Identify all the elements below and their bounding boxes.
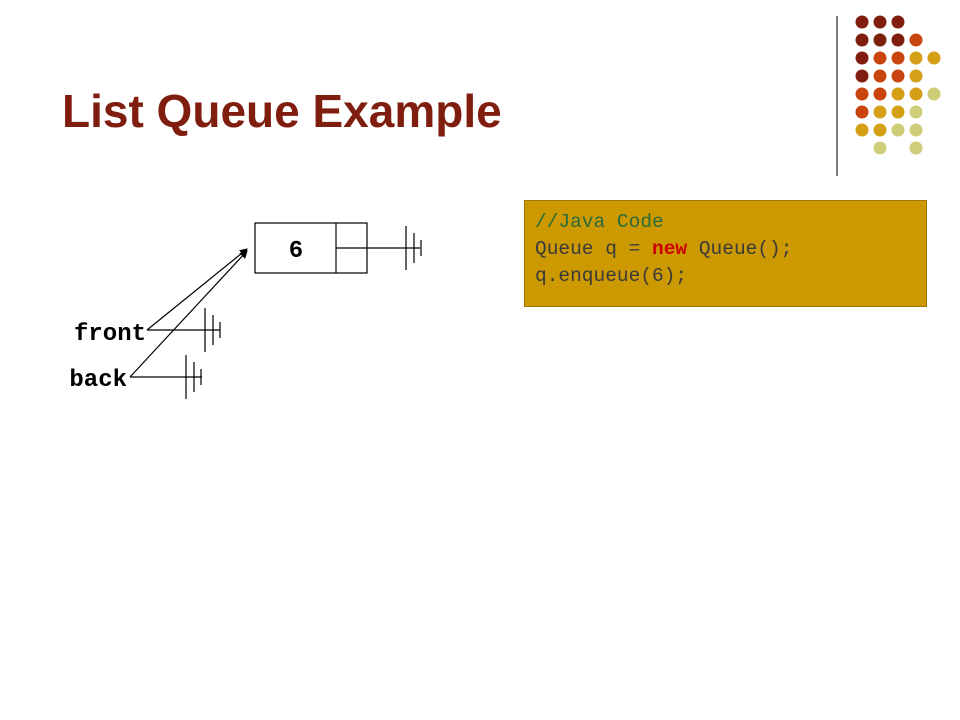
front-pointer: front [74,248,248,352]
back-arrow [129,250,248,378]
slide-title: List Queue Example [62,85,502,137]
code-comment: //Java Code [535,211,664,233]
back-label: back [69,367,127,394]
code-line-declare: Queue q = new Queue(); [535,236,926,263]
next-null-pointer [336,226,422,270]
code-line-enqueue: q.enqueue(6); [535,265,688,287]
dot-grid-decoration [855,15,941,155]
code-text: Queue q = [535,238,653,260]
code-text: Queue(); [687,238,793,260]
node-value: 6 [289,238,303,265]
code-keyword-new: new [652,238,688,260]
front-label: front [74,321,146,348]
front-arrow [146,248,248,331]
back-pointer: back [69,250,248,399]
